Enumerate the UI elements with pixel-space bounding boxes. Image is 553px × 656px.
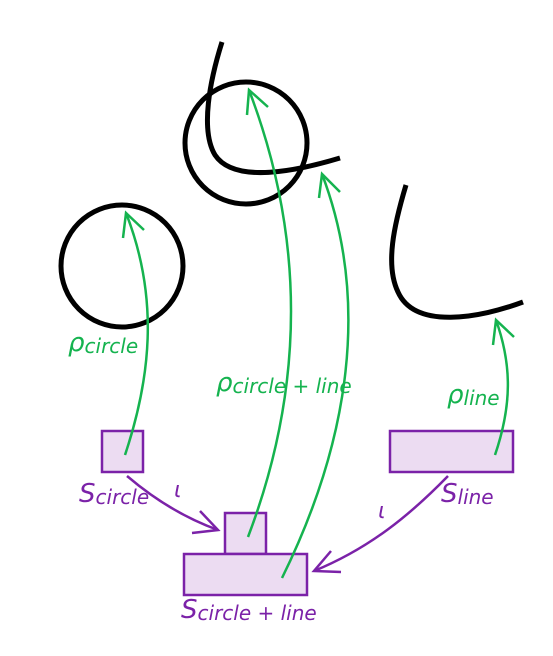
arrow-rho-circle-line-1	[246, 89, 293, 538]
arrow-iota-left-head	[191, 510, 221, 535]
shape-circle-combined	[182, 79, 310, 207]
box-s-circle	[100, 429, 145, 474]
arrow-iota-right-head	[311, 550, 342, 574]
shape-line-combined	[204, 41, 341, 176]
arrow-iota-right	[313, 475, 449, 573]
label-s-line: Sline	[441, 479, 494, 509]
label-iota-right: ι	[378, 499, 385, 524]
label-s-circle: Scircle	[79, 479, 149, 509]
arrow-rho-circle-head	[121, 210, 145, 239]
box-s-circle-line-bottom	[182, 552, 309, 597]
shape-circle	[58, 202, 186, 330]
arrow-rho-circle-line-2	[280, 173, 350, 579]
arrow-rho-line-head	[491, 317, 515, 346]
label-rho-circle-line: ρcircle + line	[216, 368, 352, 398]
arrow-rho-line	[493, 319, 510, 456]
label-iota-left: ι	[174, 478, 181, 503]
label-rho-line: ρline	[447, 380, 500, 410]
label-rho-circle: ρcircle	[68, 328, 138, 358]
arrow-rho-circle-line-1-head	[245, 87, 269, 116]
box-s-line	[388, 429, 515, 474]
arrow-rho-circle-line-2-head	[317, 171, 341, 199]
label-s-circle-line: Scircle + line	[181, 595, 317, 625]
box-s-circle-line-top	[223, 511, 268, 556]
shape-line	[389, 184, 524, 320]
arrow-iota-left	[126, 475, 219, 532]
arrow-rho-circle	[123, 212, 150, 456]
